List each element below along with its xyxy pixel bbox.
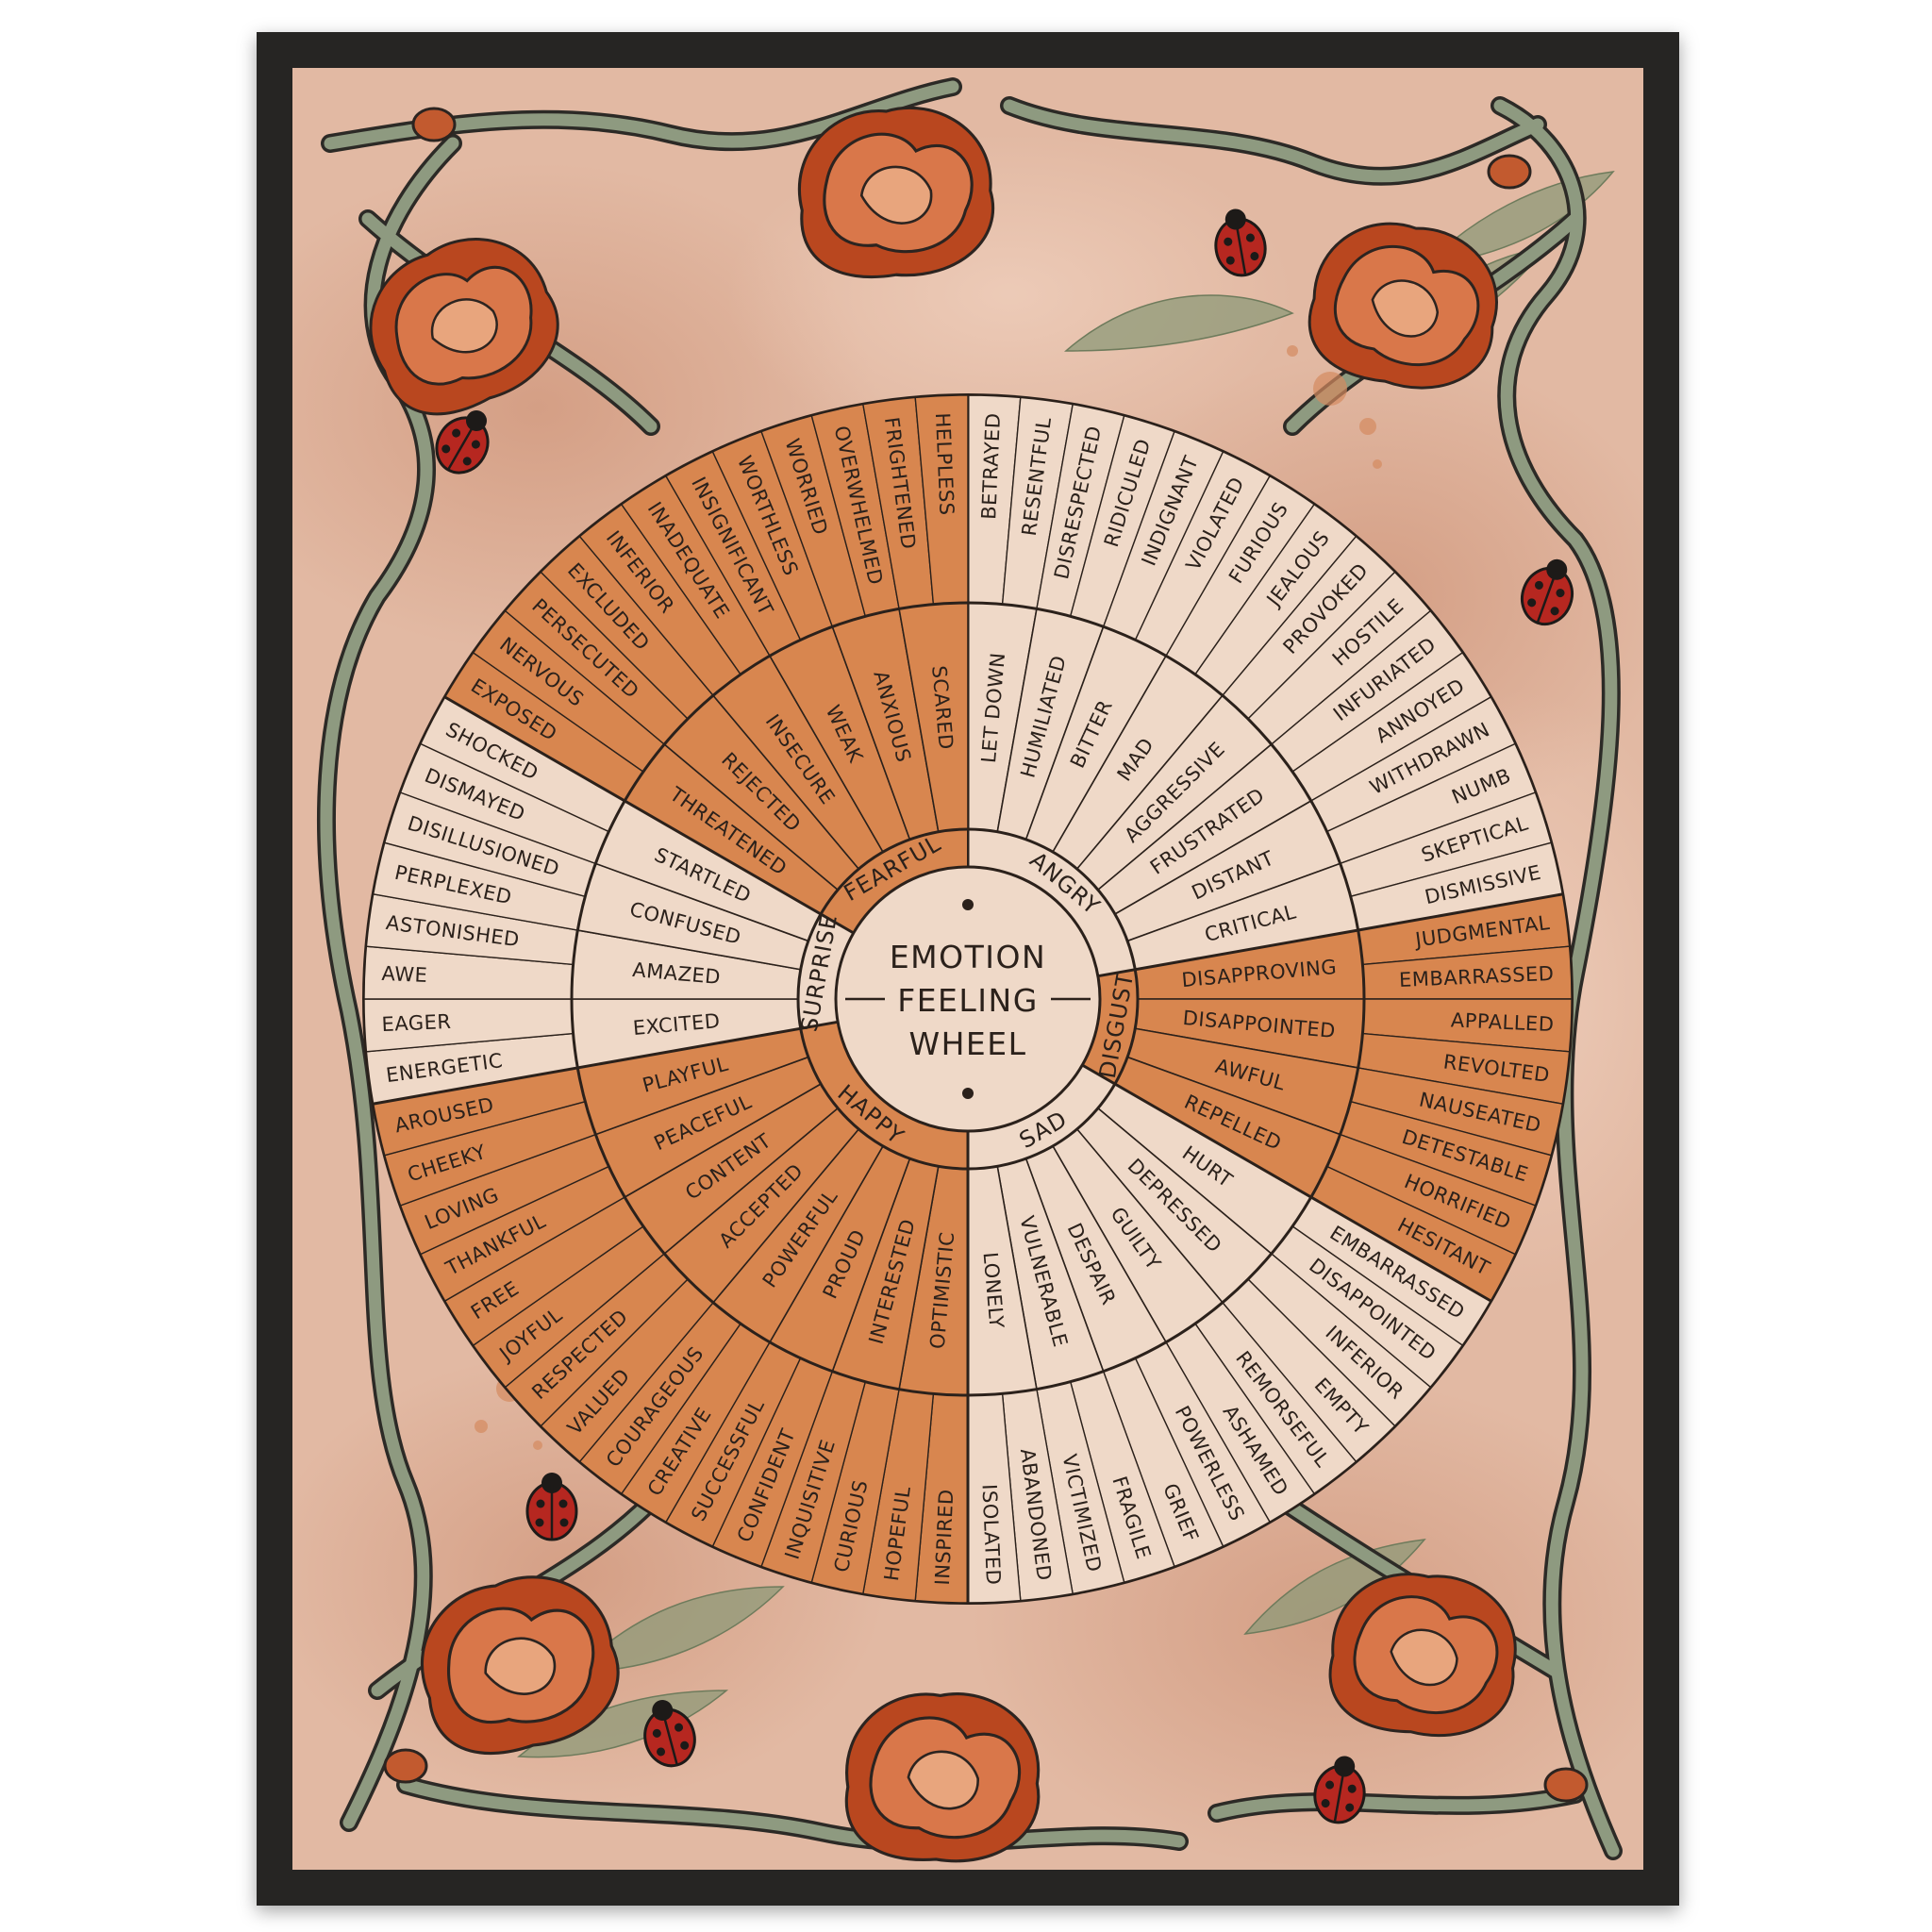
ladybug — [1214, 208, 1267, 277]
blossom — [420, 1575, 620, 1755]
bud — [411, 107, 457, 142]
center-dot-bottom — [962, 1088, 974, 1099]
core-divider — [1097, 892, 1563, 978]
blossom — [1328, 1573, 1517, 1738]
outer-label-appalled: APPALLED — [1450, 1008, 1555, 1036]
ladybug — [435, 410, 490, 475]
outer-label-inspired: INSPIRED — [931, 1489, 958, 1586]
title-line-2: FEELING — [897, 982, 1039, 1019]
title-line-1: EMOTION — [890, 939, 1046, 975]
core-divider — [373, 1020, 839, 1106]
ladybugs — [435, 208, 1574, 1824]
center-disc — [834, 865, 1102, 1133]
blossoms — [369, 106, 1589, 1863]
blossom — [369, 238, 559, 416]
ladybug — [1313, 1756, 1366, 1824]
ladybug — [643, 1700, 696, 1768]
outer-label-isolated: ISOLATED — [977, 1484, 1005, 1586]
bud — [1487, 154, 1532, 190]
ladybug — [525, 1473, 578, 1541]
ladybug — [1521, 558, 1574, 626]
blossom — [844, 1692, 1041, 1863]
outer-label-eager: EAGER — [381, 1010, 452, 1036]
outer-label-awe: AWE — [381, 962, 428, 987]
outer-label-betrayed: BETRAYED — [977, 412, 1005, 520]
core-divider — [443, 695, 855, 935]
wheel-center: EMOTION FEELING WHEEL — [890, 939, 1046, 1062]
outer-label-helpless: HELPLESS — [931, 412, 958, 516]
center-dot-top — [962, 899, 974, 910]
bud — [1543, 1767, 1589, 1803]
blossom — [1307, 222, 1498, 390]
core-divider — [1081, 1063, 1492, 1303]
blossom — [797, 106, 995, 279]
ring-border-1 — [796, 827, 1140, 1171]
ring-border-2 — [570, 601, 1366, 1397]
title-line-3: WHEEL — [908, 1025, 1026, 1062]
bud — [383, 1748, 428, 1784]
